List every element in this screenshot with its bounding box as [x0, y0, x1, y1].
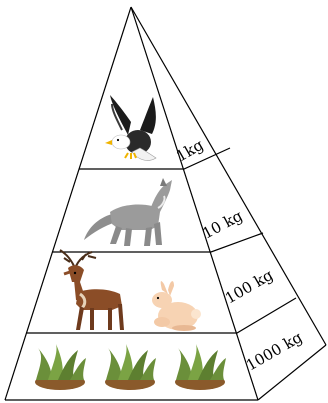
- pyramid-front-left-edge: [5, 7, 131, 400]
- level-3-mass-label: 100 kg: [222, 266, 276, 308]
- rabbit-icon: [152, 281, 201, 331]
- deer-icon: [60, 250, 124, 330]
- grass-icon: [35, 344, 226, 390]
- level-4-mass-label: 1000 kg: [243, 328, 306, 375]
- pyramid-front-right-edge: [131, 7, 258, 400]
- level-2-mass-label: 10 kg: [199, 206, 245, 242]
- wolf-icon: [84, 178, 172, 246]
- eagle-icon: [105, 95, 156, 160]
